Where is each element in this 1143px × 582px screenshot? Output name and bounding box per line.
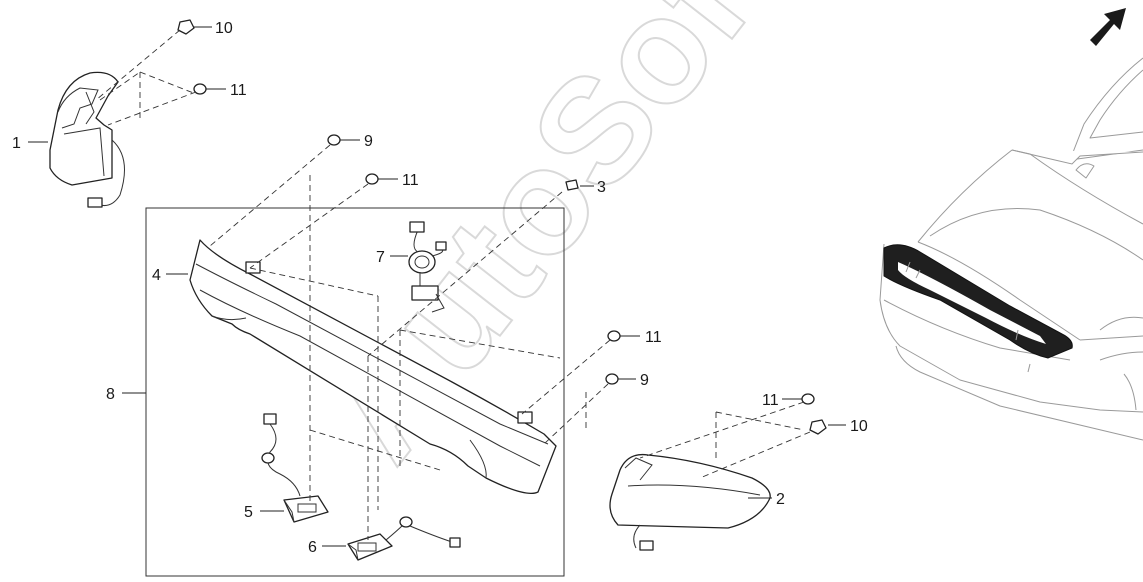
callout-leaders — [28, 26, 846, 547]
right-tail-lamp[interactable] — [609, 453, 771, 551]
callout-4: 4 — [152, 267, 161, 284]
wiring-connector-7[interactable] — [408, 221, 447, 313]
fastener-11c[interactable] — [607, 330, 621, 342]
callout-2: 2 — [776, 491, 785, 508]
fastener-3[interactable] — [565, 179, 579, 191]
watermark-text: AutoSoft — [288, 0, 810, 490]
left-tail-lamp[interactable] — [49, 71, 125, 208]
rear-trim-panel[interactable] — [189, 239, 557, 495]
assembly-frame — [145, 207, 565, 577]
callout-7: 7 — [376, 249, 385, 266]
license-plate-lamp-6[interactable] — [347, 516, 461, 561]
callout-5: 5 — [244, 504, 253, 521]
forward-direction-arrow-icon — [1090, 8, 1126, 46]
callout-9a: 9 — [364, 133, 373, 150]
callout-1: 1 — [12, 135, 21, 152]
fastener-9a[interactable] — [327, 134, 341, 146]
callout-8: 8 — [106, 386, 115, 403]
callout-3: 3 — [597, 179, 606, 196]
callout-11a: 11 — [230, 82, 247, 99]
vehicle-reference-view — [879, 57, 1143, 441]
callout-11c: 11 — [645, 329, 662, 346]
callout-9b: 9 — [640, 372, 649, 389]
assembly-guide-lines — [95, 29, 811, 540]
callout-numbers: 1 2 3 4 5 6 7 8 9 9 10 10 11 11 11 11 — [12, 20, 868, 556]
callout-10b: 10 — [850, 418, 868, 435]
fastener-11b[interactable] — [365, 173, 379, 185]
callout-11b: 11 — [402, 172, 419, 189]
license-plate-lamp-5[interactable] — [261, 413, 329, 523]
callout-6: 6 — [308, 539, 317, 556]
fastener-9b[interactable] — [605, 373, 619, 385]
fastener-10b[interactable] — [809, 419, 827, 435]
fastener-10a[interactable] — [177, 19, 195, 35]
callout-10a: 10 — [215, 20, 233, 37]
callout-11d: 11 — [762, 392, 779, 409]
